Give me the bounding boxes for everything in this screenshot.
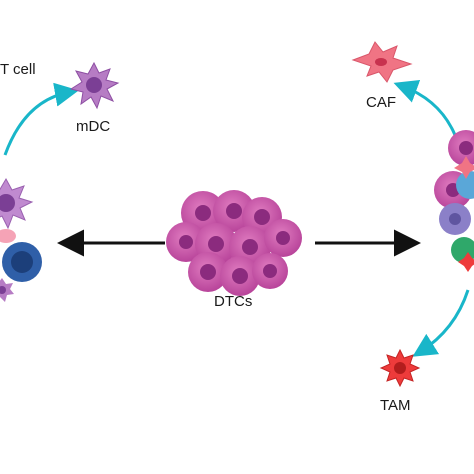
- small-purple-cell: [0, 278, 14, 302]
- pink-cell: [0, 229, 16, 243]
- arrow-to-caf: [393, 79, 457, 136]
- niche-tumor-cell: [448, 130, 474, 166]
- niche-blue-cell: [456, 171, 474, 199]
- tam-cell: [379, 348, 421, 388]
- arrow-to-tam: [412, 289, 470, 357]
- t-cell-blue: [2, 242, 42, 282]
- caf-cell: [351, 41, 413, 83]
- arrow-to-mdc: [3, 82, 79, 156]
- right-niche-cluster: [434, 130, 474, 272]
- tumor-cell: [252, 253, 288, 289]
- tumor-cell: [188, 252, 228, 292]
- tam-label: TAM: [380, 397, 411, 414]
- niche-red-cell: [458, 252, 474, 272]
- dendritic-cell: [0, 177, 34, 230]
- caf-label: CAF: [366, 94, 396, 111]
- niche-purple-cell: [439, 203, 471, 235]
- niche-pink-cell: [454, 156, 474, 179]
- dtcs-label: DTCs: [214, 293, 253, 310]
- tumor-cell: [220, 256, 260, 296]
- tumor-cell: [166, 222, 206, 262]
- left-immune-cluster: [0, 177, 42, 302]
- tumor-cell: [264, 219, 302, 257]
- mdc-label: mDC: [76, 118, 111, 135]
- dtc-cluster: [166, 190, 302, 296]
- t-cell-label: T cell: [0, 61, 36, 78]
- mdc-cell: [69, 61, 120, 110]
